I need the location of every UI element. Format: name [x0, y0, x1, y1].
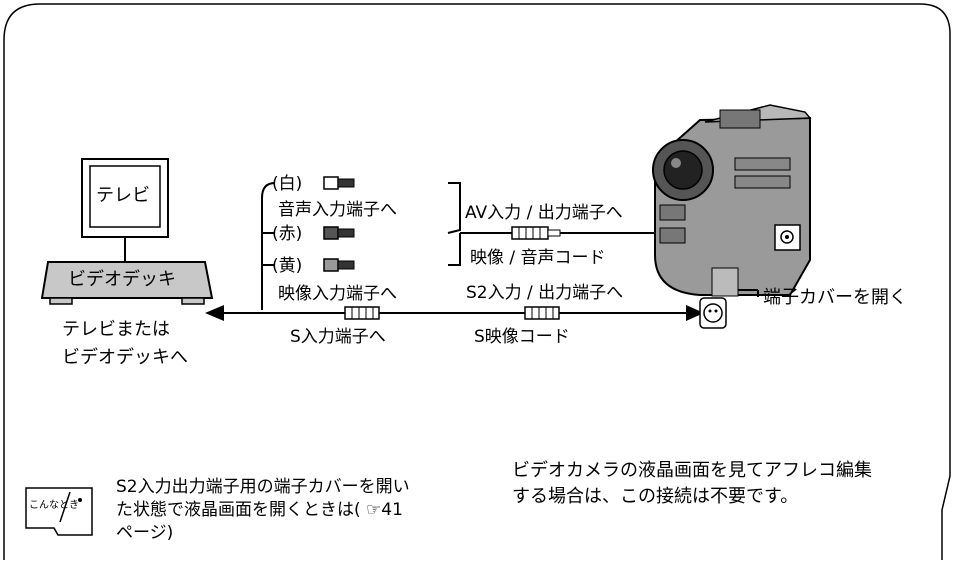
plug-white-label: (白) — [272, 174, 303, 194]
rca-bracket — [261, 182, 276, 310]
dub-note-line2: する場合は、この接続は不要です。 — [512, 486, 799, 507]
vcr-label: ビデオデッキ — [68, 269, 176, 290]
av-terminal-label: AV入力 / 出力端子へ — [465, 203, 623, 223]
tip-line1: S2入力出力端子用の端子カバーを開い — [116, 477, 410, 497]
av-plug — [511, 226, 561, 240]
plug-red-label: (赤) — [272, 224, 303, 244]
rca-plug-yellow — [323, 258, 355, 272]
rca-plug-red — [323, 226, 355, 240]
audio-in-label: 音声入力端子へ — [278, 200, 397, 220]
dub-note: ビデオカメラの液晶画面を見てアフレコ編集 する場合は、この接続は不要です。 — [512, 458, 932, 510]
vcr-icon — [40, 261, 214, 305]
rca-plug-white — [323, 176, 355, 190]
dub-note-line1: ビデオカメラの液晶画面を見てアフレコ編集 — [512, 460, 872, 481]
tip-text: S2入力出力端子用の端子カバーを開い た状態で液晶画面を開くときは( ☞41 ペ… — [116, 476, 486, 545]
s-cable-label: S映像コード — [474, 327, 570, 347]
video-in-label: 映像入力端子へ — [278, 284, 397, 304]
s2-terminal-label: S2入力 / 出力端子へ — [466, 283, 624, 303]
tip-line3: ページ) — [116, 523, 174, 543]
av-cable-label: 映像 / 音声コード — [470, 248, 606, 268]
frame — [3, 3, 951, 560]
tv-screen-label: テレビ — [96, 185, 150, 206]
cover-label: 端子カバーを開く — [763, 287, 907, 308]
tip-line2: た状態で液晶画面を開くときは( ☞41 — [116, 500, 403, 520]
s-in-label: S入力端子へ — [290, 327, 386, 347]
destination-line2: ビデオデッキへ — [62, 347, 188, 368]
destination-line1: テレビまたは — [62, 319, 170, 340]
tip-badge-text: こんなとき — [29, 499, 79, 511]
s-plug-left — [344, 306, 380, 320]
tv-icon — [81, 158, 169, 262]
arrow-right-icon — [686, 305, 704, 321]
s-plug-right — [524, 306, 560, 320]
arrow-left-icon — [205, 305, 224, 321]
plug-yellow-label: (黄) — [272, 256, 303, 276]
camcorder-icon — [652, 104, 812, 329]
tip-badge-icon: こんなとき — [25, 487, 93, 536]
